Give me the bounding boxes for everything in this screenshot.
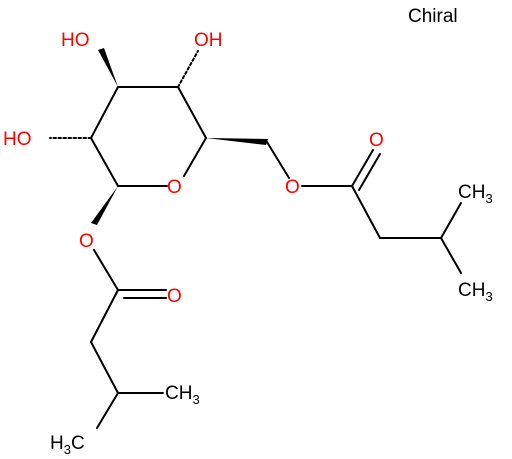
hydroxyl-label-top-left: HO — [61, 30, 90, 51]
bond-carbonyl-bottom-ch2 — [90, 289, 119, 343]
wedge-bond-c4-oh — [98, 48, 118, 87]
ring-oxygen-label: O — [167, 177, 182, 198]
methyl-label-bottom-left: H3C — [50, 433, 85, 457]
bond-bottom-ch2-ch — [90, 341, 119, 394]
wedge-bond-c2-ch2 — [206, 138, 268, 145]
carbonyl-oxygen-bottom-label: O — [167, 286, 182, 307]
methyl-label-right-top: CH3 — [458, 182, 493, 206]
ester-oxygen-bottom-label: O — [79, 231, 94, 252]
hydroxyl-label-left: HO — [3, 129, 32, 150]
bond-carbonyl-right-double-b — [358, 153, 381, 191]
carbonyl-oxygen-right-label: O — [369, 130, 384, 151]
bond-ch2-o — [266, 141, 290, 179]
bond-right-ch-ch3-top — [440, 202, 462, 239]
bond-bottom-ch-ch3-left — [96, 392, 119, 429]
bond-carbonyl-right-double-a — [351, 149, 374, 187]
methyl-label-bottom-right: CH3 — [165, 383, 200, 407]
hydroxyl-label-top-right: OH — [194, 30, 223, 51]
chiral-label: Chiral — [408, 6, 458, 27]
atom-labels: Chiral HO OH HO O O O O O CH3 CH3 CH3 H3… — [3, 6, 493, 457]
bond-c2-ring-o — [183, 137, 207, 177]
bond-right-ch-ch3-bottom — [440, 237, 462, 274]
bond-c3-c2 — [177, 86, 207, 139]
bond-c1-c5 — [90, 137, 119, 187]
ester-oxygen-right-label: O — [285, 177, 300, 198]
methyl-label-right-bottom: CH3 — [458, 280, 493, 304]
bond-c3-oh — [177, 50, 199, 88]
bond-carbonyl-right-ch2 — [351, 185, 381, 239]
bond-o-carbonyl-bottom — [93, 249, 119, 291]
bond-c5-c4 — [90, 86, 119, 139]
wedge-bond-c1-o — [91, 186, 118, 225]
bonds — [49, 48, 462, 429]
